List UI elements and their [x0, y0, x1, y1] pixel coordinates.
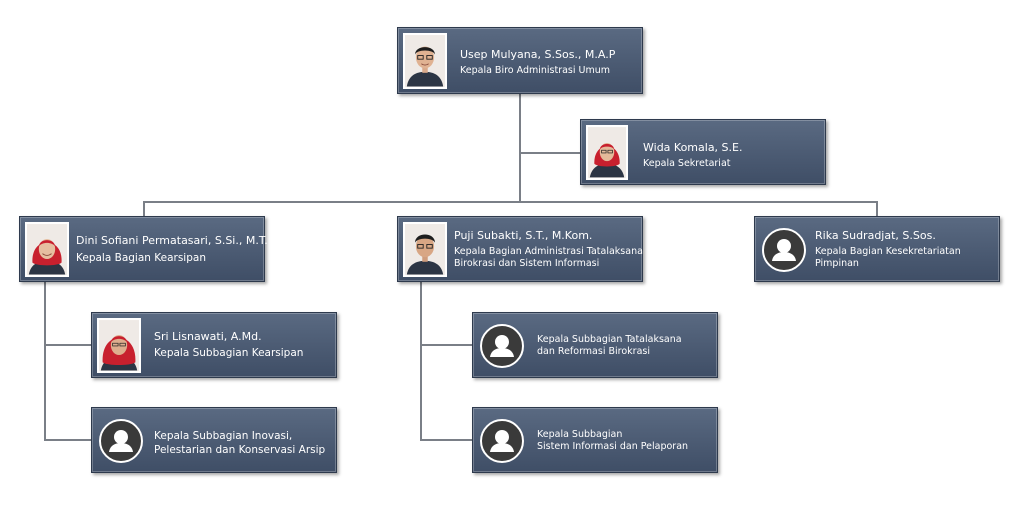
- division-2-title-line2: Birokrasi dan Sistem Informasi: [454, 258, 600, 269]
- org-card-division-kearsipan[interactable]: Dini Sofiani Permatasari, S.Si., M.T. Ke…: [19, 216, 268, 282]
- connector-horizontal-bus: [143, 201, 877, 203]
- subdivision-2-1-title-line1: Kepala Subbagian Tatalaksana: [537, 334, 682, 345]
- subdivision-2-2-title-line2: Sistem Informasi dan Pelaporan: [537, 441, 689, 452]
- division-2-title-line1: Kepala Bagian Administrasi Tatalaksana: [454, 246, 643, 257]
- subdivision-2-1-title-line2: dan Reformasi Birokrasi: [537, 346, 650, 357]
- subdivision-1-1-photo: [97, 318, 141, 373]
- head-title: Kepala Biro Administrasi Umum: [460, 65, 611, 76]
- default-user-icon: [480, 324, 524, 368]
- subdivision-2-2-title-line1: Kepala Subbagian: [537, 429, 623, 440]
- connector-div2-vertical: [420, 282, 422, 440]
- org-card-subdivision-tatalaksana[interactable]: Kepala Subbagian Tatalaksana dan Reforma…: [472, 312, 718, 378]
- default-user-icon: [762, 228, 806, 272]
- connector-div1-vertical: [44, 282, 46, 440]
- connector-div1-sub1: [44, 344, 91, 346]
- secretariat-name: Wida Komala, S.E.: [643, 141, 743, 154]
- org-card-subdivision-inovasi[interactable]: Kepala Subbagian Inovasi, Pelestarian da…: [91, 407, 337, 473]
- division-1-title: Kepala Bagian Kearsipan: [76, 252, 206, 264]
- head-photo: [403, 33, 447, 89]
- connector-div2-sub2: [420, 439, 472, 441]
- division-3-name: Rika Sudradjat, S.Sos.: [815, 229, 936, 242]
- subdivision-1-1-title: Kepala Subbagian Kearsipan: [154, 347, 304, 359]
- division-3-title-line1: Kepala Bagian Kesekretariatan: [815, 246, 961, 257]
- org-card-subdivision-sistem-informasi[interactable]: Kepala Subbagian Sistem Informasi dan Pe…: [472, 407, 718, 473]
- connector-secretariat: [520, 152, 580, 154]
- connector-division-1: [143, 201, 145, 217]
- connector-div2-sub1: [420, 344, 472, 346]
- division-2-photo: [403, 222, 447, 277]
- org-card-head[interactable]: Usep Mulyana, S.Sos., M.A.P Kepala Biro …: [397, 27, 643, 94]
- division-1-name: Dini Sofiani Permatasari, S.Si., M.T.: [76, 234, 268, 247]
- division-3-title-line2: Pimpinan: [815, 258, 859, 269]
- secretariat-photo: [586, 125, 628, 180]
- connector-division-3: [876, 201, 878, 217]
- org-card-subdivision-kearsipan[interactable]: Sri Lisnawati, A.Md. Kepala Subbagian Ke…: [91, 312, 337, 378]
- division-1-photo: [25, 222, 69, 277]
- subdivision-1-2-title-line2: Pelestarian dan Konservasi Arsip: [154, 444, 326, 456]
- default-user-icon: [480, 419, 524, 463]
- secretariat-title: Kepala Sekretariat: [643, 158, 731, 169]
- org-card-division-tatalaksana[interactable]: Puji Subakti, S.T., M.Kom. Kepala Bagian…: [397, 216, 643, 282]
- default-user-icon: [99, 419, 143, 463]
- subdivision-1-1-name: Sri Lisnawati, A.Md.: [154, 330, 262, 343]
- connector-head-trunk: [519, 94, 521, 202]
- org-card-secretariat[interactable]: Wida Komala, S.E. Kepala Sekretariat: [580, 119, 826, 185]
- connector-div1-sub2: [44, 439, 91, 441]
- subdivision-1-2-title-line1: Kepala Subbagian Inovasi,: [154, 430, 293, 442]
- head-name: Usep Mulyana, S.Sos., M.A.P: [460, 48, 616, 61]
- division-2-name: Puji Subakti, S.T., M.Kom.: [454, 229, 593, 242]
- org-card-division-kesekretariatan[interactable]: Rika Sudradjat, S.Sos. Kepala Bagian Kes…: [754, 216, 1000, 282]
